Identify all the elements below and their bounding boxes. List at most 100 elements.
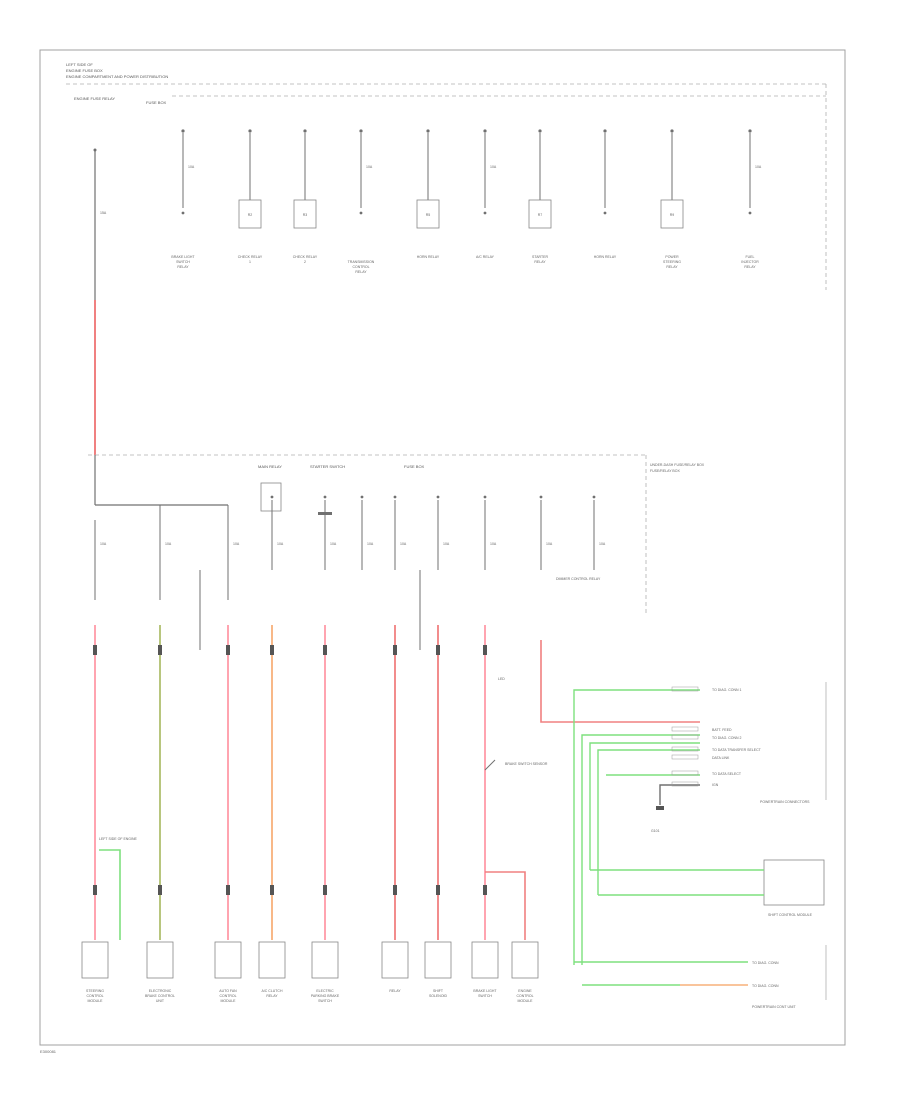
bottom-component-label-9-line-2: CONTROL [516,994,533,998]
bottom-connector-bottom-4 [270,885,274,895]
bottom-component-label-5-line-3: SWITCH [318,999,332,1003]
top-terminal-9 [670,129,674,133]
top-end-terminal-1 [181,211,185,215]
bottom-connector-bottom-1 [93,885,97,895]
connector-label-2: BATT. FEED [712,728,732,732]
top-fuse-rating-6: 10A [490,165,497,169]
connector-pin-3 [671,734,699,740]
connector-pin-4 [671,746,699,752]
top-terminal-6 [483,129,487,133]
bottom-component-label-4-line-1: A/C CLUTCH [261,989,282,993]
bottom-module-box-3 [214,941,242,979]
mid-fuse-rating-5: 10A [330,542,337,546]
bottom-connector-top-4 [270,645,274,655]
connector-pin-1 [671,686,699,692]
bottom-component-label-3-line-1: AUTO FAN [219,989,237,993]
top-end-terminal-10 [748,211,752,215]
top-terminal-10 [748,129,752,133]
bottom-connector-bottom-2 [158,885,162,895]
top-component-label-7-line-2: RELAY [534,260,546,264]
mid-fuse-rating-3: 10A [233,542,240,546]
bottom-module-box-2 [146,941,174,979]
mid-fuse-rating-6: 10A [367,542,374,546]
green-bus-3 [589,742,700,870]
green-bus-1 [573,689,700,965]
mid-terminal-6 [360,495,364,499]
top-terminal-7 [538,129,542,133]
mid-fusebox-label: FUSE BOX [404,464,425,469]
bottom-connector-bottom-7 [436,885,440,895]
bottom-component-label-2-line-2: BRAKE CONTROL [145,994,175,998]
bottom-connector-bottom-3 [226,885,230,895]
top-terminal-5 [426,129,430,133]
conn-b-label: TO DIAG. CONN [752,984,779,988]
ground-wire [659,784,700,805]
mid-fuse-rating-7: 10A [400,542,407,546]
top-terminal-1 [181,129,185,133]
bottom-component-label-6-line-1: RELAY [389,989,401,993]
bottom-component-label-5-line-2: PARKING BRAKE [311,994,340,998]
header-line-2: ENGINE FUSE BOX [66,68,103,73]
bottom-module-box-6 [381,941,409,979]
shift-module-label: SHIFT CONTROL MODULE [768,913,813,917]
conn-a-label: TO DIAG. CONN [752,961,779,965]
bottom-component-label-7-line-2: SOLENOID [429,994,448,998]
mid-starter-label: STARTER SWITCH [310,464,345,469]
top-component-label-1-line-2: SWITCH [176,260,190,264]
header-line-3: ENGINE COMPARTMENT AND POWER DISTRIBUTIO… [66,74,168,79]
top-relay-id-3: R3 [303,213,308,217]
ground-label: G101 [651,829,660,833]
top-component-label-2-line-2: 1 [249,260,251,264]
brake-switch-sensor-label: BRAKE SWITCH SENSOR [505,762,548,766]
top-fuse-rating-1: 10A [188,165,195,169]
mid-terminal-4 [270,495,274,499]
top-component-label-4-line-3: CONTROL [352,265,369,269]
top-fuse-rating-4: 10A [366,165,373,169]
top-terminal-3 [303,129,307,133]
top-component-label-10-line-2: INJECTOR [741,260,759,264]
left-note-green-wire [99,849,121,940]
main-feed-terminal [93,148,97,152]
top-terminal-2 [248,129,252,133]
bottom-module-box-7 [424,941,452,979]
connector-label-1: TO DIAG. CONN 1 [712,688,742,692]
mid-terminal-11 [592,495,596,499]
mid-terminal-10 [539,495,543,499]
top-component-label-1-line-3: RELAY [177,265,189,269]
bottom-component-label-8-line-2: SWITCH [478,994,492,998]
bottom-component-label-1-line-1: STEERING [86,989,104,993]
mid-fuse-rating-9: 10A [490,542,497,546]
bottom-component-label-3-line-3: MODULE [221,999,237,1003]
bottom-connector-top-8 [483,645,487,655]
top-relay-id-5: R5 [426,213,431,217]
bottom-pcu-label: POWERTRAIN CONT UNIT [752,1005,796,1009]
top-component-label-2-line-1: CHECK RELAY [238,255,263,259]
connector-label-5: DATA LINK [712,756,730,760]
connector-pin-2 [671,726,699,732]
top-component-label-3-line-1: CHECK RELAY [293,255,318,259]
green-bus-2 [581,734,700,965]
top-relay-id-9: R9 [670,213,675,217]
under-dash-box-label: UNDER-DASH FUSE/RELAY BOX [650,463,705,467]
left-side-note: LEFT SIDE OF ENGINE [99,837,138,841]
top-component-label-5-line-1: HORN RELAY [417,255,440,259]
bottom-component-label-4-line-2: RELAY [266,994,278,998]
green-bus-4 [597,749,700,895]
top-component-label-1-line-1: BRAKE LIGHT [171,255,195,259]
connector-pin-5 [671,754,699,760]
bottom-component-label-1-line-3: MODULE [88,999,104,1003]
brake-switch-red-wire [485,871,526,940]
bottom-connector-top-1 [93,645,97,655]
bottom-component-label-2-line-1: ELECTRONIC [149,989,172,993]
bottom-connector-top-3 [226,645,230,655]
shift-control-module-box [763,859,825,906]
mid-fuse-rating-10: 10A [546,542,553,546]
mid-fuse-rating-4: 10A [277,542,284,546]
top-component-label-9-line-3: RELAY [666,265,678,269]
top-relay-box-9 [660,199,684,229]
